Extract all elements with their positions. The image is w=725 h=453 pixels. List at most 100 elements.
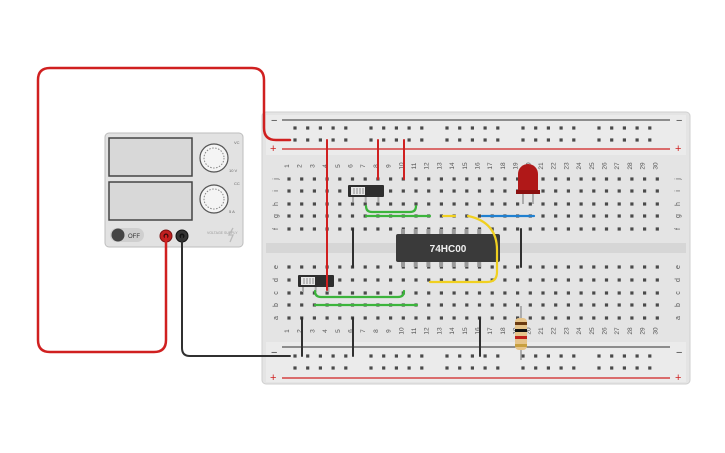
hole[interactable] <box>503 227 507 231</box>
rail-hole[interactable] <box>445 366 449 370</box>
hole[interactable] <box>528 227 532 231</box>
hole[interactable] <box>579 303 583 307</box>
rail-hole[interactable] <box>622 126 626 130</box>
rail-hole[interactable] <box>293 354 297 358</box>
hole[interactable] <box>554 316 558 320</box>
hole[interactable] <box>503 303 507 307</box>
rail-hole[interactable] <box>610 354 614 358</box>
hole[interactable] <box>617 202 621 206</box>
hole[interactable] <box>350 202 355 206</box>
hole[interactable] <box>541 291 545 295</box>
hole[interactable] <box>287 316 291 320</box>
rail-hole[interactable] <box>369 366 373 370</box>
hole[interactable] <box>338 278 342 282</box>
hole[interactable] <box>579 291 583 295</box>
rail-hole[interactable] <box>559 354 563 358</box>
hole[interactable] <box>427 278 431 282</box>
hole[interactable] <box>592 278 596 282</box>
hole[interactable] <box>592 303 596 307</box>
hole[interactable] <box>528 291 532 295</box>
rail-hole[interactable] <box>470 126 474 130</box>
led[interactable] <box>516 164 540 204</box>
hole[interactable] <box>414 189 418 193</box>
rail-hole[interactable] <box>648 138 652 142</box>
hole[interactable] <box>592 177 596 181</box>
hole[interactable] <box>617 278 621 282</box>
hole[interactable] <box>566 316 570 320</box>
yellow-wire[interactable] <box>428 214 499 284</box>
hole[interactable] <box>401 189 405 193</box>
rail-hole[interactable] <box>306 126 310 130</box>
rail-hole[interactable] <box>318 366 322 370</box>
hole[interactable] <box>312 316 316 320</box>
hole[interactable] <box>287 227 291 231</box>
hole[interactable] <box>604 177 609 181</box>
rail-hole[interactable] <box>648 354 652 358</box>
hole[interactable] <box>338 227 342 231</box>
rail-hole[interactable] <box>610 138 614 142</box>
hole[interactable] <box>376 227 380 231</box>
hole[interactable] <box>630 189 634 193</box>
hole[interactable] <box>566 265 570 269</box>
hole[interactable] <box>465 316 469 320</box>
rail-hole[interactable] <box>648 366 652 370</box>
hole[interactable] <box>465 177 469 181</box>
rail-hole[interactable] <box>534 354 538 358</box>
hole[interactable] <box>439 316 443 320</box>
hole[interactable] <box>554 202 558 206</box>
hole[interactable] <box>630 214 634 218</box>
rail-hole[interactable] <box>407 354 411 358</box>
hole[interactable] <box>452 278 456 282</box>
rail-hole[interactable] <box>318 354 322 358</box>
hole[interactable] <box>300 202 304 206</box>
rail-hole[interactable] <box>597 126 601 130</box>
hole[interactable] <box>414 177 418 181</box>
rail-hole[interactable] <box>635 126 639 130</box>
hole[interactable] <box>300 265 304 269</box>
rail-hole[interactable] <box>572 126 576 130</box>
hole[interactable] <box>655 291 659 295</box>
rail-hole[interactable] <box>521 366 525 370</box>
hole[interactable] <box>338 265 342 269</box>
rail-hole[interactable] <box>458 366 462 370</box>
hole[interactable] <box>376 278 380 282</box>
rail-hole[interactable] <box>521 138 525 142</box>
hole[interactable] <box>604 227 609 231</box>
rail-hole[interactable] <box>293 126 297 130</box>
rail-hole[interactable] <box>559 366 563 370</box>
rail-hole[interactable] <box>559 126 563 130</box>
rail-hole[interactable] <box>445 138 449 142</box>
hole[interactable] <box>643 316 647 320</box>
hole[interactable] <box>617 177 621 181</box>
hole[interactable] <box>592 202 596 206</box>
hole[interactable] <box>643 177 647 181</box>
hole[interactable] <box>503 202 507 206</box>
hole[interactable] <box>630 303 634 307</box>
hole[interactable] <box>592 227 596 231</box>
rail-hole[interactable] <box>496 126 500 130</box>
hole[interactable] <box>338 202 342 206</box>
hole[interactable] <box>287 303 291 307</box>
rail-hole[interactable] <box>559 138 563 142</box>
hole[interactable] <box>643 303 647 307</box>
hole[interactable] <box>300 291 304 295</box>
hole[interactable] <box>516 227 520 231</box>
hole[interactable] <box>389 202 393 206</box>
hole[interactable] <box>439 177 443 181</box>
hole[interactable] <box>287 278 291 282</box>
hole[interactable] <box>541 227 545 231</box>
rail-hole[interactable] <box>420 126 424 130</box>
hole[interactable] <box>630 202 634 206</box>
hole[interactable] <box>541 316 545 320</box>
power-wire[interactable] <box>36 66 292 354</box>
hole[interactable] <box>427 202 431 206</box>
rail-hole[interactable] <box>546 366 550 370</box>
rail-hole[interactable] <box>344 138 348 142</box>
hole[interactable] <box>655 265 659 269</box>
hole[interactable] <box>389 316 393 320</box>
hole[interactable] <box>503 177 507 181</box>
rail-hole[interactable] <box>306 366 310 370</box>
hole[interactable] <box>566 227 570 231</box>
hole[interactable] <box>465 303 469 307</box>
hole[interactable] <box>604 291 609 295</box>
